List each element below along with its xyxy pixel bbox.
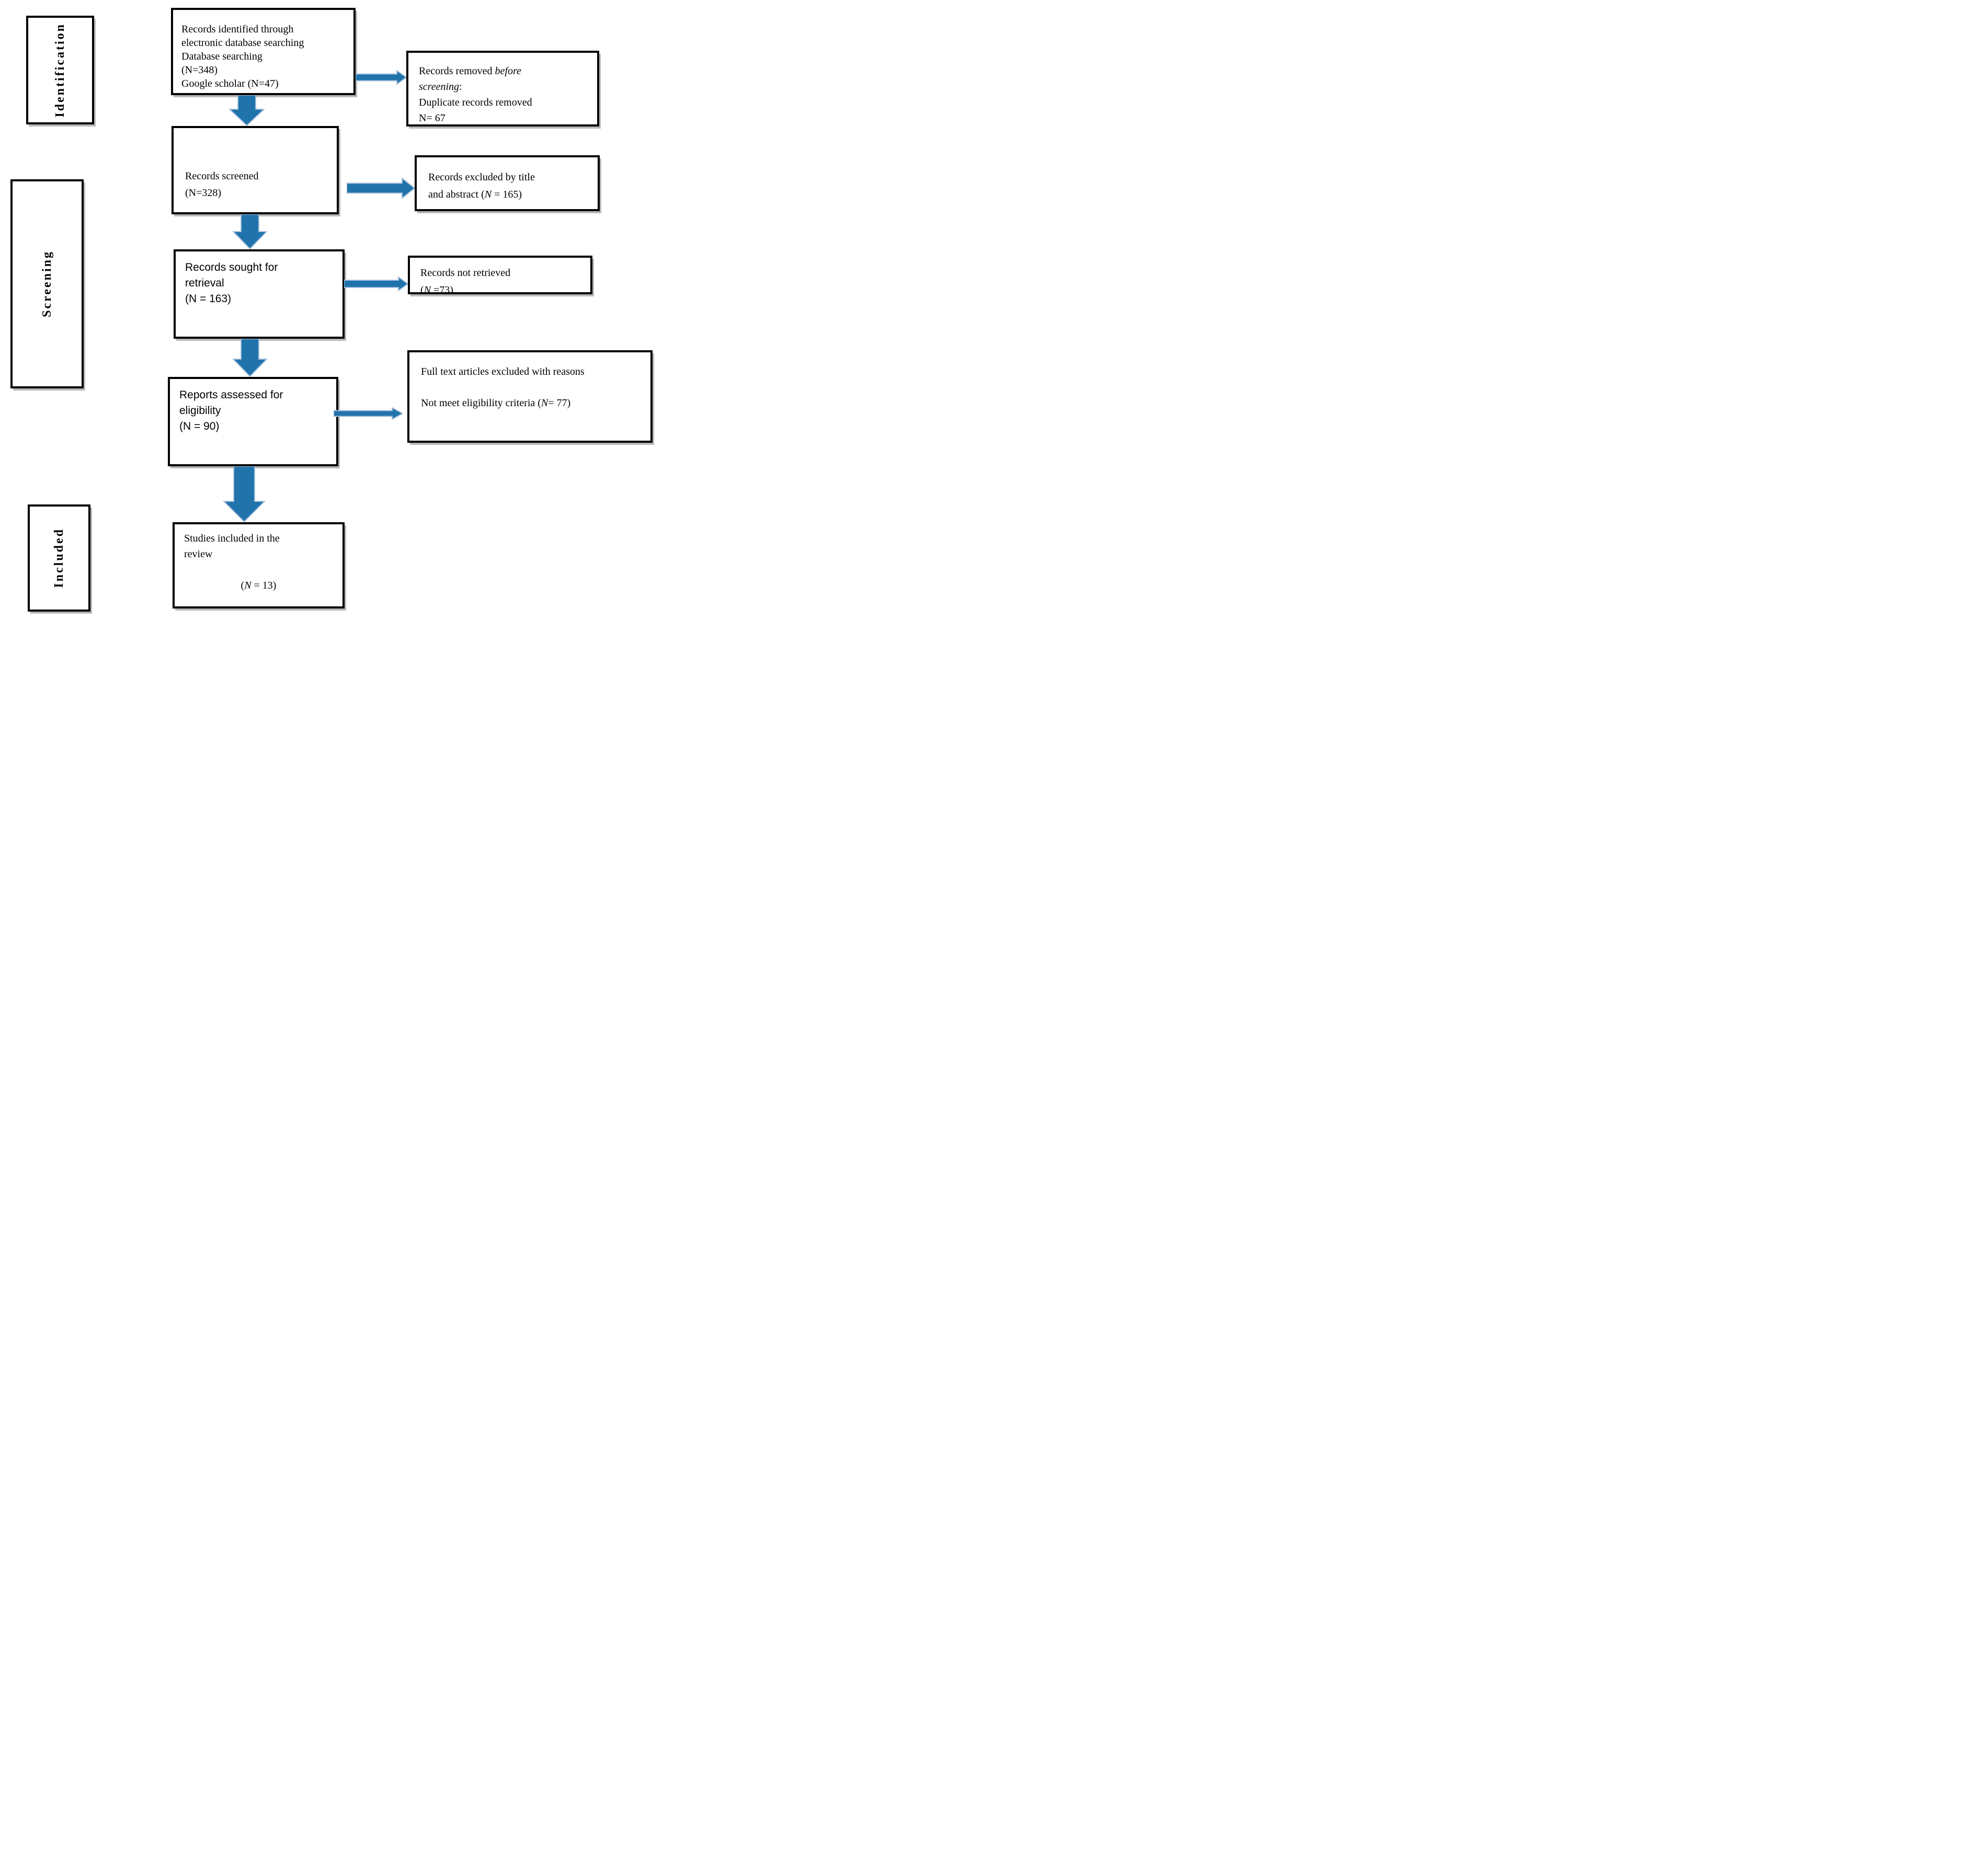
node-records-not-retrieved: Records not retrieved(N =73) xyxy=(408,256,592,294)
stage-label-identification-text: Identification xyxy=(53,22,67,118)
stage-label-screening-text: Screening xyxy=(40,250,54,317)
arrow-screened-to-excluded-icon xyxy=(347,178,415,199)
stage-label-screening: Screening xyxy=(10,179,84,388)
node-records-screened: Records screened(N=328) xyxy=(172,126,339,214)
stage-label-included-text: Included xyxy=(52,528,66,588)
stage-label-identification: Identification xyxy=(26,16,94,124)
node-fulltext-articles-excluded: Full text articles excluded with reasons… xyxy=(407,350,653,443)
arrow-identified-to-screened-icon xyxy=(229,95,265,126)
arrow-screened-to-sought-icon xyxy=(233,214,267,249)
prisma-flow-diagram: Identification Screening Included Record… xyxy=(0,0,662,617)
arrow-assessed-to-studies-icon xyxy=(223,466,265,522)
arrow-sought-to-notretrieved-icon xyxy=(344,277,408,291)
arrow-identified-to-removed-icon xyxy=(356,70,406,85)
arrow-assessed-to-fulltext-icon xyxy=(334,407,403,420)
arrow-sought-to-assessed-icon xyxy=(233,339,267,377)
stage-label-included: Included xyxy=(28,504,90,612)
